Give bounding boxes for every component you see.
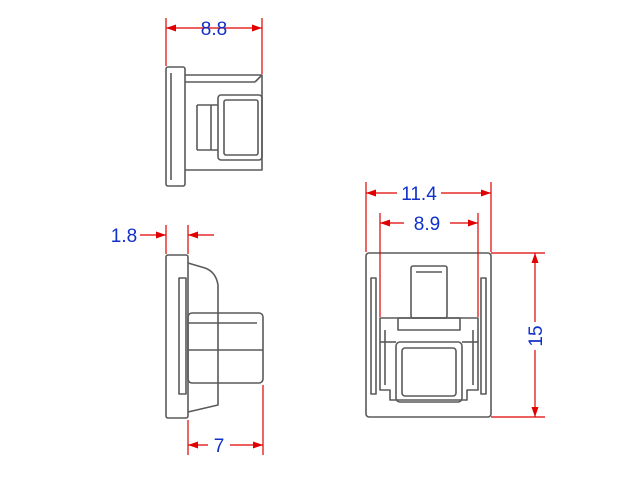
dimension-8-9: 8.9: [379, 212, 479, 317]
dimension-11-4: 11.4: [365, 182, 492, 252]
front-view-frame: [365, 252, 492, 418]
dimension-7: 7: [187, 385, 264, 457]
dimension-15: 15: [491, 252, 547, 418]
dimension-label-7: 7: [214, 436, 225, 457]
top-view: [165, 66, 263, 187]
top-view-body-chamfer: [254, 74, 263, 83]
front-view-left-rail: [370, 277, 377, 395]
dimension-1-8: 1.8: [111, 225, 214, 254]
dimension-label-8-9: 8.9: [414, 214, 440, 235]
side-view-latch: [187, 312, 264, 384]
dimension-label-8-8: 8.8: [201, 19, 227, 40]
side-view: [165, 254, 264, 419]
top-view-latch-inner: [223, 99, 259, 156]
front-view-top-tab: [410, 265, 448, 319]
front-view: [365, 252, 492, 418]
dimension-label-1-8: 1.8: [111, 226, 137, 247]
dimension-label-11-4: 11.4: [401, 184, 437, 205]
front-view-latch-inner: [401, 347, 457, 397]
side-view-body: [187, 262, 219, 413]
front-view-latch: [395, 341, 463, 403]
front-view-shoulder-band: [397, 317, 461, 331]
top-view-flange: [165, 66, 186, 187]
top-view-latch: [217, 94, 263, 161]
front-view-right-rail: [480, 277, 487, 395]
dimension-label-15: 15: [526, 325, 547, 346]
dimension-8-8: 8.8: [165, 18, 263, 74]
side-view-slot: [178, 277, 187, 395]
